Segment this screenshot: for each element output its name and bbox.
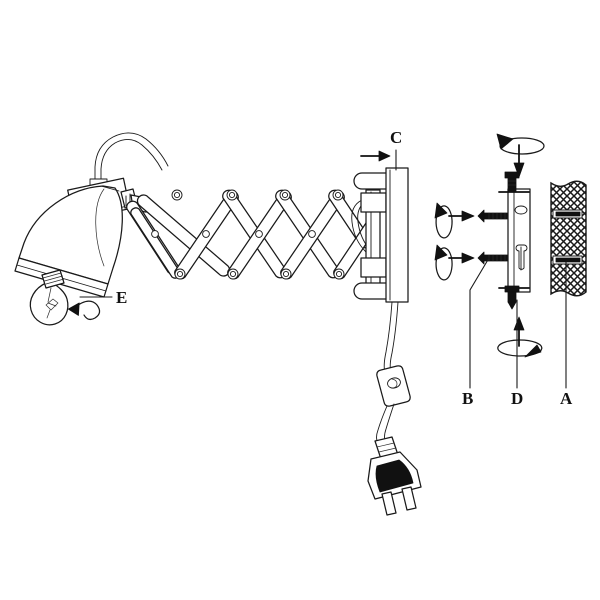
plug-prong-left xyxy=(381,491,397,516)
bracket-collar-top xyxy=(360,192,387,213)
rotation-indicator-screw-upper xyxy=(434,202,475,239)
callout-label-e: E xyxy=(116,288,127,307)
head-cord xyxy=(91,132,169,187)
callout-label-c: C xyxy=(390,128,402,147)
wall-embedded-anchor-upper xyxy=(552,209,583,219)
bulb-screw-base xyxy=(41,269,65,289)
bracket-collar-bottom xyxy=(360,257,387,278)
wall-section xyxy=(550,180,587,297)
wall-anchor-screw-upper xyxy=(477,209,514,223)
mains-plug xyxy=(367,451,422,516)
callout-label-d: D xyxy=(511,389,523,408)
light-bulb xyxy=(29,269,69,326)
lamp-shade xyxy=(14,185,123,298)
callout-leaders xyxy=(469,257,567,389)
bracket-backplate xyxy=(385,167,409,303)
plug-prong-right xyxy=(401,486,417,511)
shade-seam xyxy=(100,185,120,192)
callout-label-b: B xyxy=(462,389,473,408)
scissor-arm xyxy=(126,189,377,280)
callout-c-group: C xyxy=(360,128,402,171)
inline-switch xyxy=(376,365,411,407)
wall-embedded-anchor-lower xyxy=(552,255,583,265)
rotation-indicator-top xyxy=(496,133,545,178)
lamp-mounting-bracket xyxy=(351,167,409,303)
rotation-indicator-screw-lower xyxy=(434,244,475,281)
power-cord-assembly xyxy=(367,301,422,516)
rotation-indicator-bottom xyxy=(497,316,543,358)
callout-label-a: A xyxy=(560,389,573,408)
wall-mounting-plate xyxy=(498,171,531,310)
plate-screw-top xyxy=(504,171,520,193)
scissor-pivots xyxy=(151,189,345,280)
bulb-rotation-indicator xyxy=(67,300,101,321)
plate-screw-bottom xyxy=(504,285,520,310)
